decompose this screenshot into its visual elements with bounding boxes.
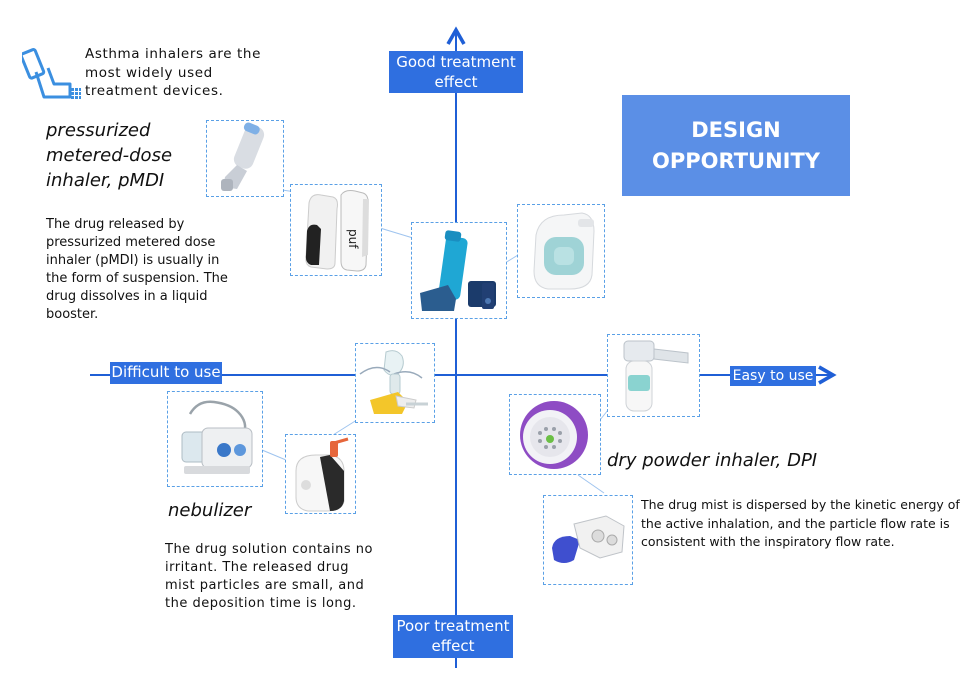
axis-label-left: Difficult to use xyxy=(110,362,222,384)
inhaler-icon xyxy=(22,48,81,99)
capsule-inhaler-image xyxy=(552,515,625,563)
mesh-nebulizer-image xyxy=(623,340,689,412)
puf-inhaler-image: puf xyxy=(305,190,369,272)
pmdi-title: pressurized metered-dose inhaler, pMDI xyxy=(46,120,173,191)
dpi-disk-image xyxy=(520,401,588,469)
device-puf-inhaler: puf xyxy=(290,184,382,276)
dpi-title: dry powder inhaler, DPI xyxy=(607,450,818,471)
device-portable-nebulizer xyxy=(285,434,356,514)
dpi-description: The drug mist is dispersed by the kineti… xyxy=(641,497,960,549)
nebulizer-title: nebulizer xyxy=(168,500,252,521)
device-pmdi-white xyxy=(206,120,284,197)
device-dpi-disk xyxy=(509,394,601,475)
axis-label-right: Easy to use xyxy=(730,366,816,386)
device-smart-inhaler xyxy=(517,204,605,298)
device-nebulizer-mask xyxy=(355,343,435,423)
axis-label-top: Good treatment effect xyxy=(389,51,523,93)
pmdi-description: The drug released by pressurized metered… xyxy=(46,217,228,322)
axis-label-bottom: Poor treatment effect xyxy=(393,615,513,658)
pmdi-blue-image xyxy=(420,230,496,311)
device-pmdi-blue xyxy=(411,222,507,319)
portable-nebulizer-image xyxy=(295,437,349,512)
design-line-2: OPPORTUNITY xyxy=(651,148,820,173)
puf-text: puf xyxy=(346,229,360,249)
nebulizer-machine-image xyxy=(181,400,253,474)
smart-inhaler-image xyxy=(533,212,595,290)
intro-text: Asthma inhalers are the most widely used… xyxy=(85,46,261,99)
device-capsule-inhaler xyxy=(543,495,633,585)
design-line-1: DESIGN xyxy=(691,117,781,142)
device-nebulizer-machine xyxy=(167,391,263,487)
design-opportunity-box: DESIGN OPPORTUNITY xyxy=(622,95,850,196)
nebulizer-description: The drug solution contains no irritant. … xyxy=(165,542,373,611)
pmdi-white-image xyxy=(221,122,265,191)
device-mesh-nebulizer xyxy=(607,334,700,417)
nebulizer-mask-image xyxy=(359,350,428,414)
